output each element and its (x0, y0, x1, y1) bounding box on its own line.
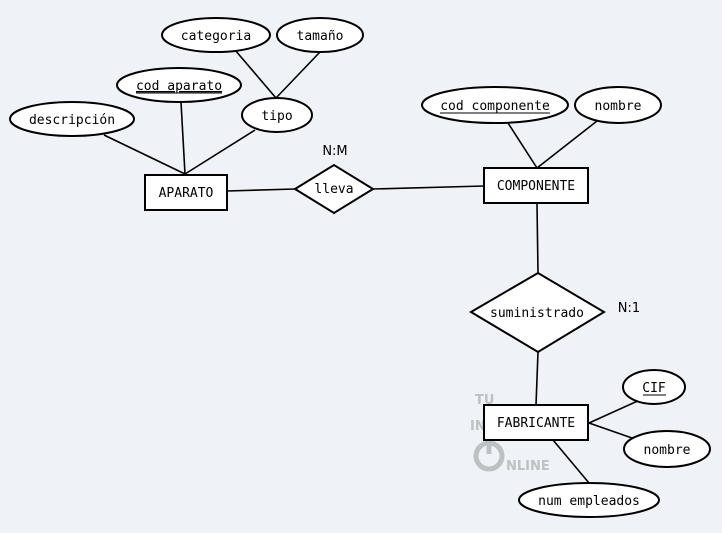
relationship-suministrado[interactable]: suministrado (469, 271, 606, 354)
attribute-tipo[interactable]: tipo (241, 97, 313, 133)
connector-tamano-tipo (275, 51, 321, 99)
connectors (103, 49, 641, 484)
connector-fabricante-numempleados (552, 439, 590, 484)
attribute-tamano-label: tamaño (297, 29, 344, 44)
connector-fabricante-nombre (588, 422, 633, 439)
connector-componente-suministrado (536, 203, 539, 274)
connector-fabricante-cif (588, 399, 641, 424)
attribute-categoria-label: categoria (181, 29, 251, 44)
watermark-line-3: NLINE (506, 459, 550, 474)
entity-aparato-label: APARATO (159, 186, 214, 201)
attribute-cif-label: CIF (642, 381, 666, 396)
connector-codaparato-aparato (180, 101, 186, 175)
attribute-cod-componente-label: cod componente (440, 99, 550, 114)
attribute-nombre-componente-label: nombre (595, 99, 642, 114)
connector-nombre-componente (536, 120, 598, 169)
attribute-nombre-fabricante-label: nombre (644, 443, 691, 458)
attribute-categoria[interactable]: categoria (161, 17, 271, 53)
connector-codcomponente-componente (507, 122, 538, 169)
connector-descripcion-aparato (103, 134, 186, 175)
attribute-nombre-fabricante[interactable]: nombre (623, 430, 711, 468)
attribute-tamano[interactable]: tamaño (276, 17, 364, 53)
relationship-suministrado-label: suministrado (490, 306, 584, 321)
cardinality-suministrado: N:1 (618, 301, 640, 316)
attribute-descripcion[interactable]: descripción (9, 101, 135, 137)
cardinality-lleva: N:M (322, 144, 347, 159)
entity-fabricante[interactable]: FABRICANTE (483, 404, 589, 441)
entity-componente-label: COMPONENTE (497, 179, 575, 194)
attribute-tipo-label: tipo (261, 109, 292, 124)
attribute-num-empleados-label: num empleados (538, 494, 640, 509)
entity-fabricante-label: FABRICANTE (497, 416, 575, 431)
attribute-cod-componente[interactable]: cod componente (421, 86, 569, 124)
attribute-num-empleados[interactable]: num empleados (518, 482, 660, 518)
connector-aparato-lleva (226, 188, 296, 192)
connector-tipo-aparato (184, 129, 256, 175)
entity-aparato[interactable]: APARATO (144, 174, 228, 211)
relationship-lleva[interactable]: lleva (293, 163, 375, 215)
connector-suministrado-fabricante (535, 351, 539, 406)
relationship-lleva-label: lleva (314, 182, 353, 197)
entity-componente[interactable]: COMPONENTE (483, 167, 589, 204)
connector-categoria-tipo (234, 49, 277, 99)
attribute-cod-aparato[interactable]: cod aparato (116, 67, 242, 103)
attribute-nombre-componente[interactable]: nombre (574, 86, 662, 124)
attribute-cif[interactable]: CIF (622, 369, 686, 405)
attribute-descripcion-label: descripción (29, 113, 115, 128)
connector-lleva-componente (372, 185, 485, 190)
attribute-cod-aparato-label: cod aparato (136, 79, 222, 94)
